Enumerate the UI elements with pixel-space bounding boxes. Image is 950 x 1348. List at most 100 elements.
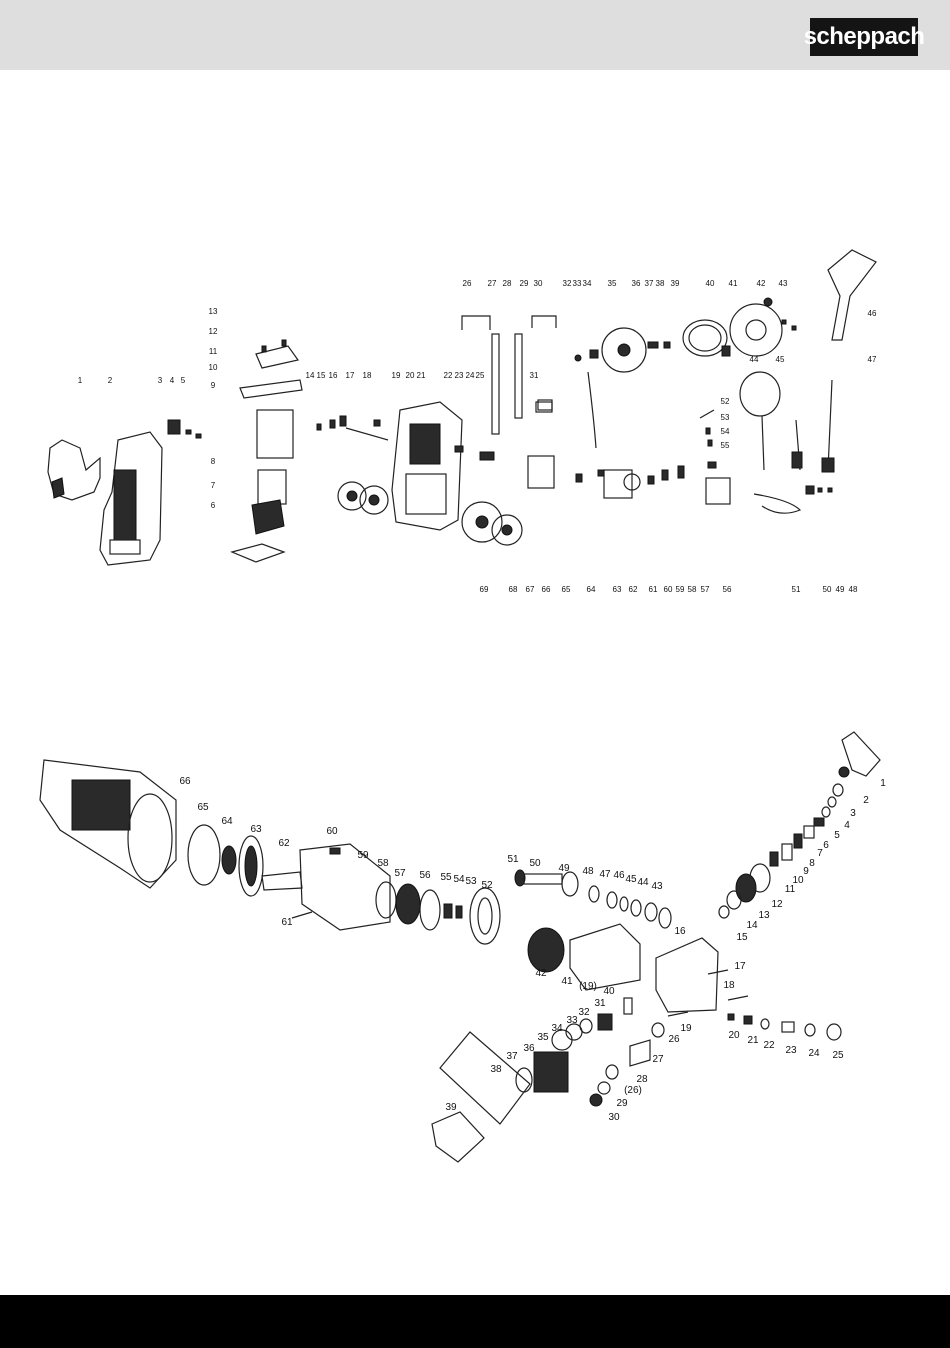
lower-callout-label: 34 [551,1023,563,1034]
upper-callout-label: 55 [721,441,730,450]
upper-callout-label: 29 [520,279,529,288]
upper-callout-label: 56 [723,585,732,594]
lower-callout-label: 10 [792,875,804,886]
lower-callout-label: 15 [736,932,748,943]
upper-callout-label: 2 [108,376,113,385]
lower-callout-label: 11 [785,884,796,895]
upper-callout-label: 4 [170,376,175,385]
upper-callout-label: 53 [721,413,730,422]
upper-callout-label: 41 [729,279,738,288]
lower-callout-label: 60 [326,826,338,837]
lower-callout-label: 55 [440,872,452,883]
lower-callout-label: 42 [535,968,547,979]
lower-callout-label: 38 [490,1064,502,1075]
lower-callout-label: 58 [377,858,389,869]
upper-callout-label: 64 [587,585,596,594]
lower-callout-label: 39 [445,1102,457,1113]
lower-callout-label: 65 [197,802,209,813]
lower-callout-label: 37 [506,1051,518,1062]
lower-callout-label: 7 [817,848,823,859]
lower-callout-label: 21 [747,1035,759,1046]
upper-callout-label: 59 [676,585,685,594]
lower-callout-label: 13 [758,910,770,921]
upper-callout-label: 69 [480,585,489,594]
upper-callout-label: 20 [406,371,415,380]
upper-callout-label: 43 [779,279,788,288]
upper-callout-label: 52 [721,397,730,406]
lower-callout-label: 47 [599,869,611,880]
upper-callout-label: 60 [664,585,673,594]
upper-callout-label: 5 [181,376,186,385]
upper-callout-label: 21 [417,371,426,380]
upper-callout-label: 28 [503,279,512,288]
upper-callout-label: 35 [608,279,617,288]
upper-callout-label: 6 [211,501,216,510]
upper-callout-label: 14 [306,371,315,380]
lower-callout-label: 44 [637,877,649,888]
upper-callout-label: 24 [466,371,475,380]
lower-callout-label: 43 [651,881,663,892]
upper-callout-label: 39 [671,279,680,288]
lower-callout-label: 8 [809,858,815,869]
upper-callout-label: 3 [158,376,163,385]
upper-callout-label: 11 [209,347,218,356]
upper-callout-label: 44 [750,355,759,364]
lower-callout-label: 56 [419,870,431,881]
lower-callout-label: 53 [465,876,477,887]
lower-callout-label: 25 [832,1050,844,1061]
lower-callout-label: 61 [281,917,293,928]
lower-callout-label: 52 [481,880,493,891]
upper-callout-label: 27 [488,279,497,288]
upper-callout-label: 18 [363,371,372,380]
upper-callout-label: 30 [534,279,543,288]
lower-callout-label: 62 [278,838,290,849]
upper-callout-label: 47 [868,355,877,364]
lower-callout-label: 48 [582,866,594,877]
lower-callout-label: 63 [250,824,262,835]
upper-callout-label: 13 [209,307,218,316]
upper-callout-label: 9 [211,381,216,390]
upper-callout-label: 50 [823,585,832,594]
lower-callout-label: 23 [785,1045,797,1056]
lower-callout-label: 26 [668,1034,680,1045]
lower-callout-label: 54 [453,874,465,885]
lower-callout-label: (19) [579,981,597,992]
upper-callout-label: 8 [211,457,216,466]
upper-callout-label: 34 [583,279,592,288]
upper-callout-label: 25 [476,371,485,380]
upper-callout-label: 16 [329,371,338,380]
upper-callout-label: 62 [629,585,638,594]
lower-callout-label: 36 [523,1043,535,1054]
upper-callout-label: 66 [542,585,551,594]
lower-callout-label: 50 [529,858,541,869]
upper-callout-label: 65 [562,585,571,594]
upper-callout-label: 48 [849,585,858,594]
lower-callout-label: 40 [603,986,615,997]
upper-callout-label: 22 [444,371,453,380]
lower-callout-label: 41 [561,976,573,987]
lower-callout-label: 27 [652,1054,664,1065]
upper-callout-label: 54 [721,427,730,436]
upper-callout-label: 45 [776,355,785,364]
lower-callout-label: 45 [625,874,637,885]
upper-callout-label: 51 [792,585,801,594]
upper-callout-label: 68 [509,585,518,594]
lower-callout-label: 9 [803,866,809,877]
lower-callout-label: 28 [636,1074,648,1085]
upper-callout-label: 26 [463,279,472,288]
upper-callout-label: 49 [836,585,845,594]
lower-callout-label: 51 [507,854,519,865]
upper-callout-label: 15 [317,371,326,380]
lower-callout-label: 66 [179,776,191,787]
lower-callout-label: 6 [823,840,829,851]
lower-callout-label: 17 [734,961,746,972]
upper-callout-label: 37 [645,279,654,288]
upper-parts-art [47,249,877,566]
lower-callout-label: 46 [613,870,625,881]
upper-callout-label: 36 [632,279,641,288]
lower-callout-label: 14 [746,920,758,931]
upper-callout-label: 12 [209,327,218,336]
